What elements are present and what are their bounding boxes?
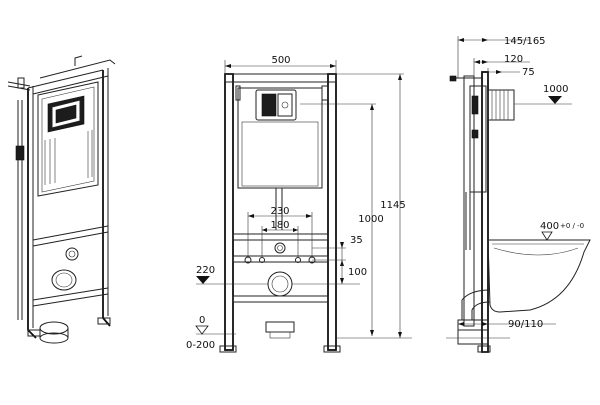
dim-bowl-sub: +0 / -0 (560, 222, 584, 230)
dim-offset-35: 35 (350, 235, 363, 246)
dim-level-220: 220 (196, 265, 215, 276)
dim-depth-75: 75 (522, 67, 535, 78)
isometric-frame-view (7, 55, 116, 344)
dim-floor-range: 0-200 (186, 340, 215, 351)
dim-spacing-230: 230 (270, 206, 289, 217)
dim-depth-145-165: 145/165 (504, 36, 546, 47)
dim-level-1000: 1000 (543, 84, 568, 95)
cistern-hatching (44, 130, 93, 185)
flush-pipe-ribs (491, 90, 509, 120)
dim-bowl-400: 400 (540, 221, 559, 232)
dim-spacing-180: 180 (270, 220, 289, 231)
dim-height-1000: 1000 (358, 214, 383, 225)
dim-outlet-90-110: 90/110 (508, 319, 543, 330)
dim-floor-0: 0 (199, 315, 205, 326)
dim-height-1145: 1145 (380, 200, 405, 211)
dim-width-top: 500 (271, 55, 290, 66)
dim-offset-100: 100 (348, 267, 367, 278)
dim-depth-120: 120 (504, 54, 523, 65)
front-frame-view: 500 1145 1000 230 180 35 (186, 55, 412, 353)
side-frame-view: 145/165 120 75 1000 400 +0 / -0 90/110 (446, 36, 591, 353)
